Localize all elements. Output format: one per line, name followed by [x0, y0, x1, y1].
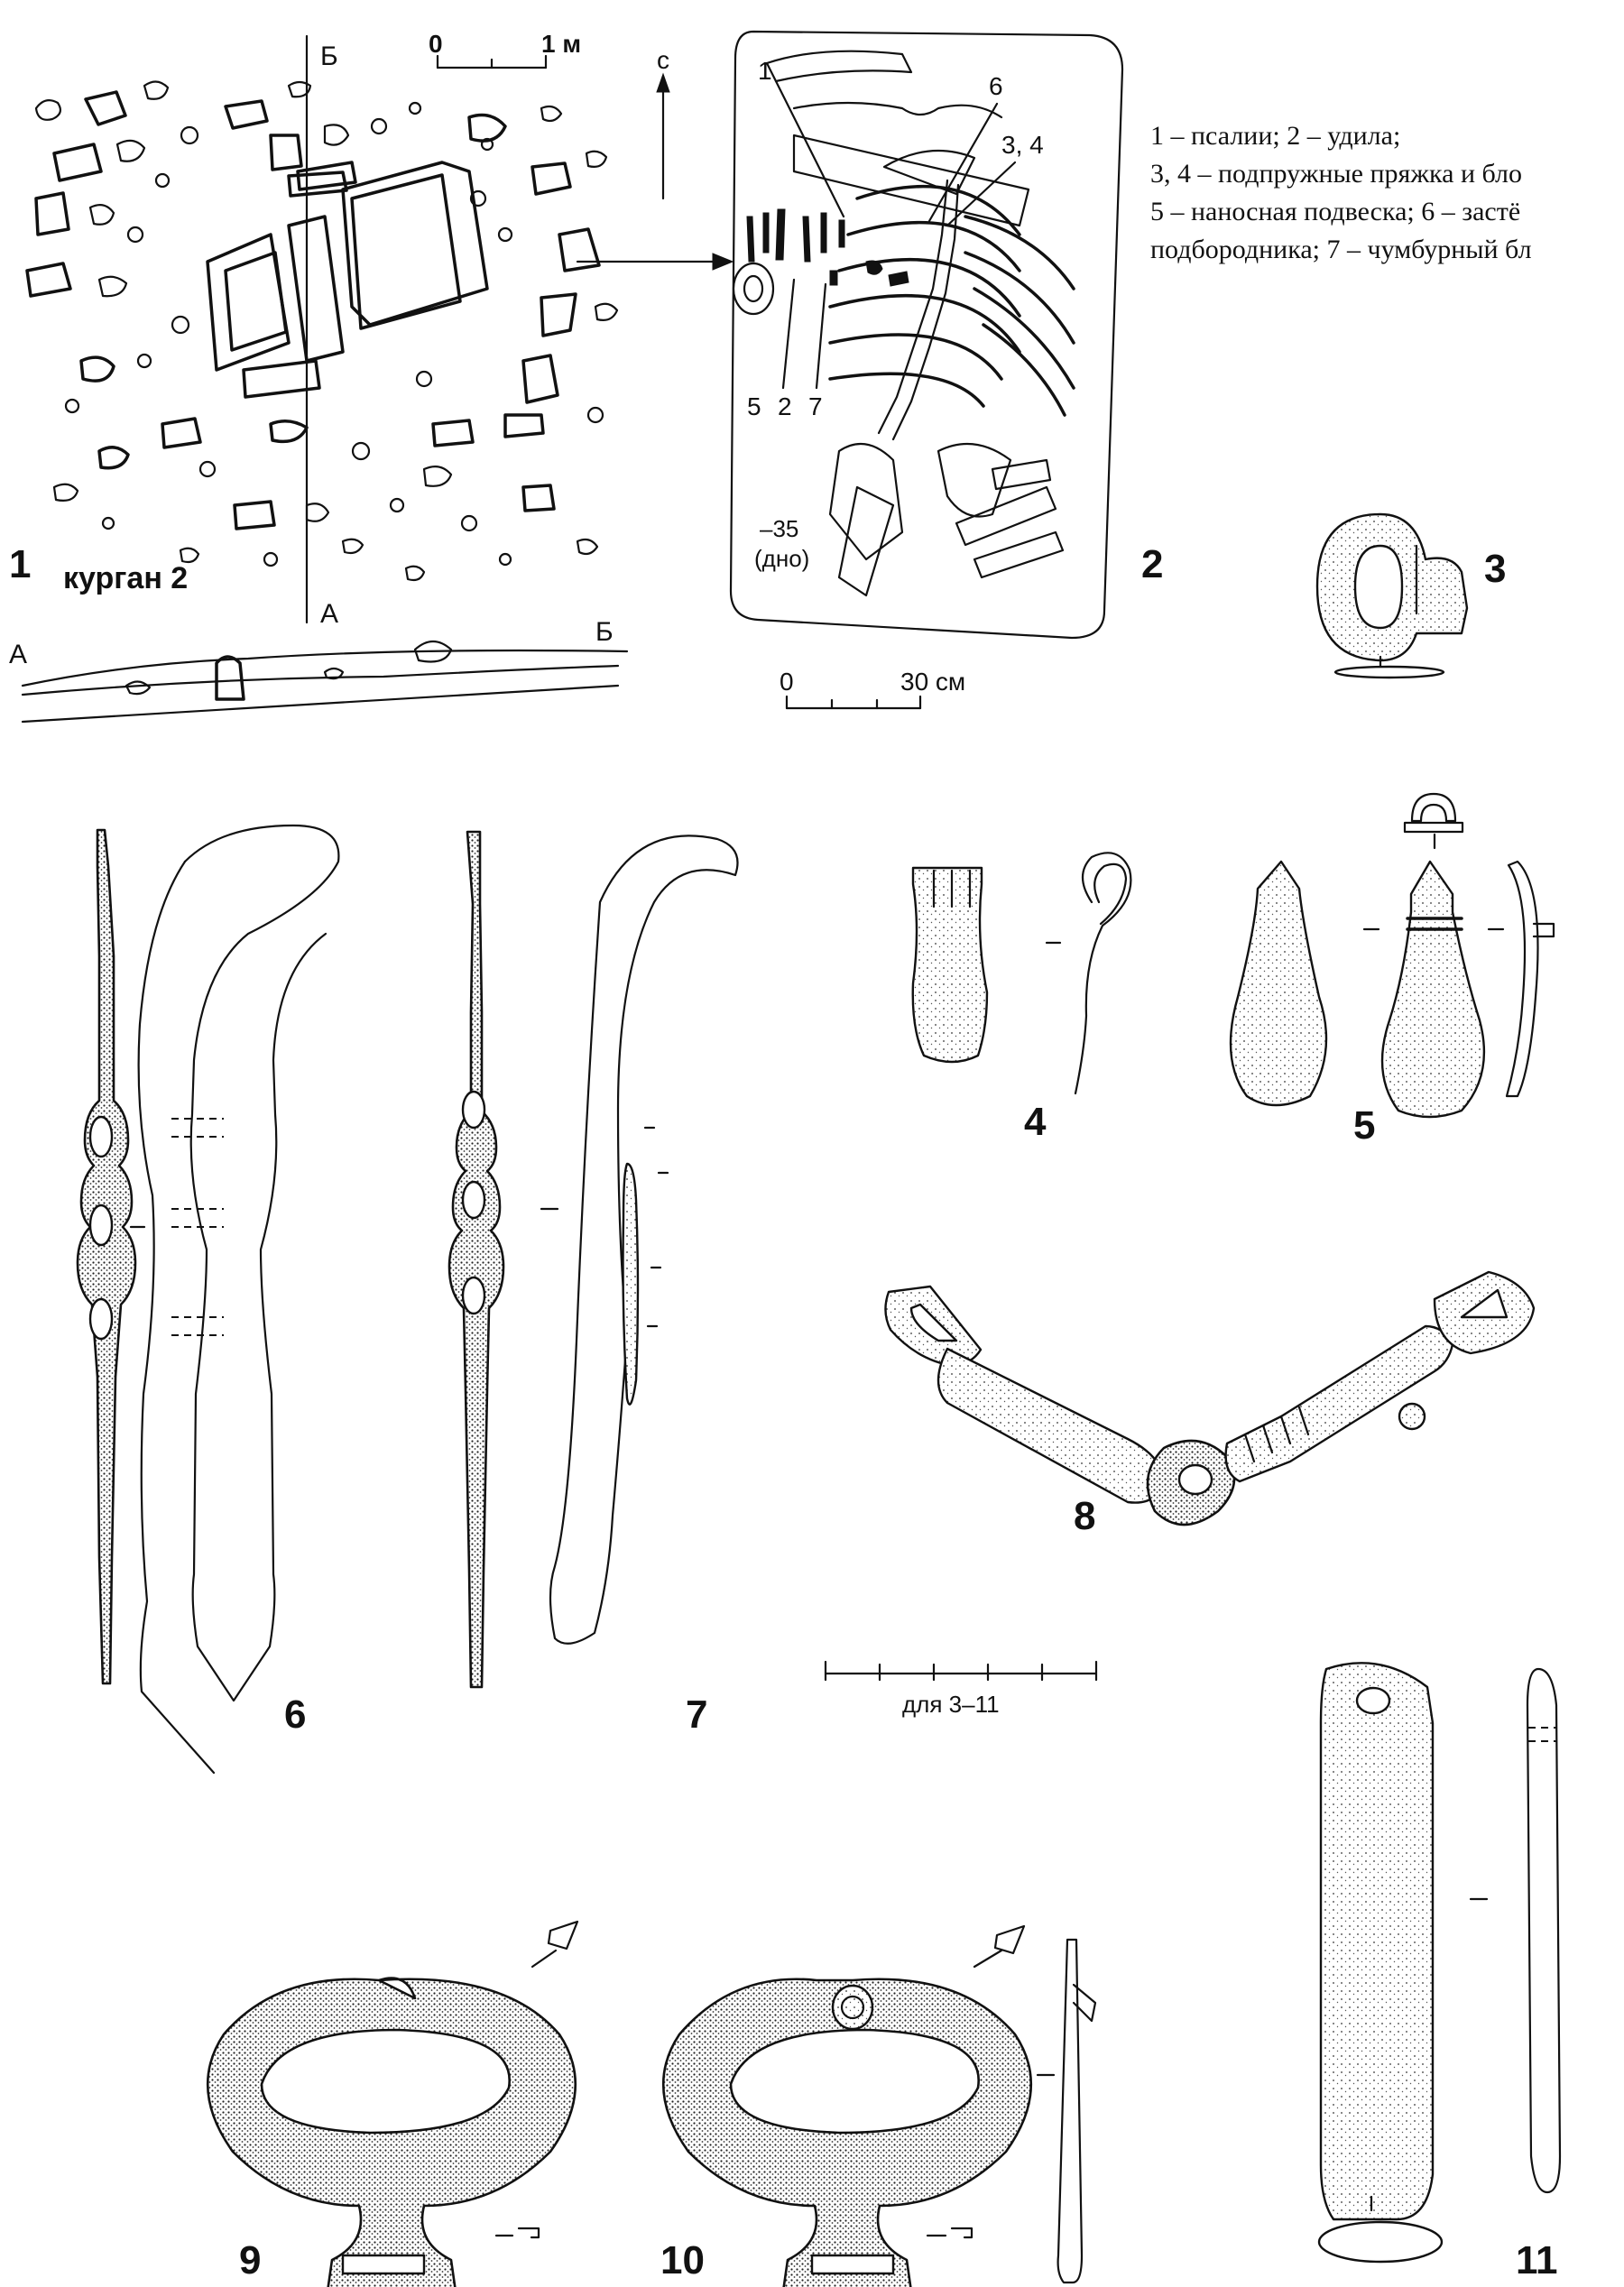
- section-mark-a: А: [320, 599, 338, 629]
- artifact-11-block: 11: [1317, 1662, 1562, 2282]
- panel-number-9: 9: [239, 2238, 261, 2282]
- artifact-scale-label: для 3–11: [902, 1691, 1000, 1718]
- panel-number-6: 6: [284, 1692, 306, 1737]
- artifact-scale-bar: для 3–11: [824, 1660, 1098, 1718]
- panel-number-1: 1: [9, 542, 31, 586]
- artifact-10-buckle: 10: [660, 1924, 1097, 2287]
- panel-number-10: 10: [660, 2238, 705, 2282]
- legend: 1 – псалии; 2 – удила; 3, 4 – подпружные…: [1150, 121, 1532, 264]
- grave-marker-5: 5: [747, 392, 761, 420]
- grave-marker-6: 6: [989, 72, 1003, 100]
- panel-number-4: 4: [1024, 1100, 1047, 1144]
- horse-skeleton: [765, 50, 1075, 597]
- grave-marker-3-4: 3, 4: [1001, 131, 1044, 159]
- artifact-6-cheekpiece: 6: [76, 824, 340, 1775]
- panel-number-3: 3: [1484, 547, 1506, 591]
- grave-plan: с: [656, 30, 1163, 710]
- panel-number-11: 11: [1516, 2238, 1558, 2282]
- grave-scale-start: 0: [780, 668, 794, 696]
- artifact-9-buckle: 9: [206, 1920, 579, 2287]
- legend-line-1: 1 – псалии; 2 – удила;: [1150, 121, 1400, 151]
- section-mark-b: Б: [320, 41, 338, 71]
- grave-marker-7: 7: [808, 392, 823, 420]
- grave-scale-end: 30 см: [900, 668, 965, 696]
- panel-number-2: 2: [1141, 542, 1163, 586]
- artifact-8-snaffle-bit: 8: [884, 1270, 1536, 1538]
- profile-mark-b: Б: [595, 617, 614, 647]
- legend-line-4: подбородника; 7 – чумбурный бл: [1150, 235, 1532, 264]
- grave-scale-bar: 0 30 см: [780, 668, 965, 710]
- mound-plan: Б А 0 1 м 1 курган 2 А Б: [9, 30, 734, 724]
- legend-line-3: 5 – наносная подвеска; 6 – застё: [1150, 197, 1520, 226]
- mound-section-profile: А Б: [9, 617, 629, 724]
- panel-number-5: 5: [1353, 1103, 1375, 1148]
- plan-scale-start: 0: [429, 30, 443, 58]
- artifact-5-pendant: 5: [1229, 792, 1555, 1148]
- grave-marker-2: 2: [778, 392, 792, 420]
- plan-scale-end: 1 м: [541, 30, 581, 58]
- grave-marker-1: 1: [758, 57, 772, 85]
- panel-number-8: 8: [1074, 1494, 1095, 1538]
- bridle-finds: [732, 208, 909, 316]
- legend-line-2: 3, 4 – подпружные пряжка и бло: [1150, 159, 1522, 189]
- depth-note: (дно): [754, 545, 809, 572]
- artifact-3-buckle: 3: [1315, 512, 1506, 679]
- plan-scale-bar: 0 1 м: [429, 30, 581, 69]
- north-label: с: [657, 46, 669, 74]
- mound-stones: [25, 80, 619, 582]
- depth-label: –35: [760, 515, 798, 542]
- artifact-4-block: 4: [911, 852, 1132, 1144]
- panel-number-7: 7: [686, 1692, 707, 1737]
- artifact-7-cheekpiece: 7: [448, 830, 739, 1737]
- profile-mark-a: А: [9, 640, 27, 669]
- mound-label: курган 2: [63, 561, 188, 595]
